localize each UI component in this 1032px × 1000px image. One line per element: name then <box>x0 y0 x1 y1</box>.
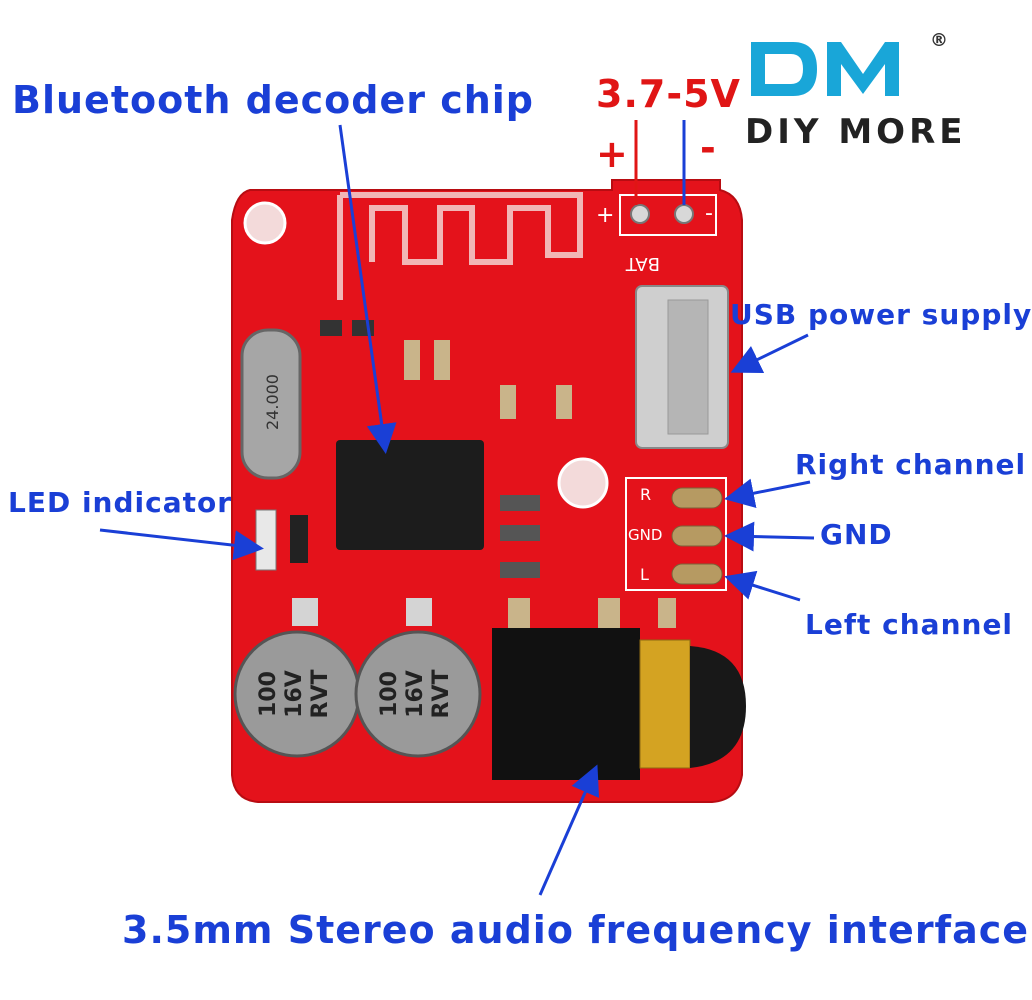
arrow-gnd <box>724 521 815 552</box>
pad-left <box>671 563 723 585</box>
arrow-led <box>99 528 264 561</box>
antenna-trace <box>337 192 583 300</box>
label-gnd: GND <box>820 518 893 551</box>
arrow-right <box>724 478 811 509</box>
board-diagram: 24.000 BAT + - R GND L 100 16V RVT 100 1… <box>99 120 815 896</box>
label-right-channel: Right channel <box>795 448 1027 481</box>
cap2-line1: 100 <box>377 671 402 717</box>
pad-gnd-marking: GND <box>628 526 662 544</box>
crystal-marking: 24.000 <box>263 374 282 430</box>
cap1-line1: 100 <box>256 671 281 717</box>
label-audio-jack: 3.5mm Stereo audio frequency interface <box>122 908 1030 952</box>
arrow-usb <box>730 333 809 373</box>
label-voltage: 3.7-5V <box>596 72 741 116</box>
arrow-chip <box>338 124 397 454</box>
cap2-line2: 16V <box>403 670 428 718</box>
audio-jack <box>492 628 640 780</box>
bat-minus-pad <box>674 204 694 224</box>
arrow-left <box>724 570 801 602</box>
cap1-line3: RVT <box>308 670 333 719</box>
label-plus: + <box>596 132 629 176</box>
dm-logo-mark <box>751 42 899 96</box>
label-led-indicator: LED indicator <box>8 486 233 519</box>
label-usb-power: USB power supply <box>730 298 1032 331</box>
pad-r-marking: R <box>640 485 651 504</box>
pad-gnd <box>671 525 723 547</box>
label-minus: - <box>700 126 717 170</box>
board-minus: - <box>705 201 713 226</box>
arrow-jack <box>538 764 600 896</box>
capacitor-2 <box>354 630 482 758</box>
led <box>255 509 277 571</box>
pad-l-marking: L <box>640 565 649 584</box>
mounting-hole <box>243 201 287 245</box>
registered-mark: ® <box>930 30 948 51</box>
label-left-channel: Left channel <box>805 608 1014 641</box>
brand-name: DIY MORE <box>745 112 967 152</box>
board-plus: + <box>596 203 614 228</box>
bat-plus-pad <box>630 204 650 224</box>
decoder-chip <box>336 440 484 550</box>
pad-right <box>671 487 723 509</box>
crystal <box>240 328 302 480</box>
label-decoder-chip: Bluetooth decoder chip <box>12 78 534 122</box>
cap2-line3: RVT <box>429 670 454 719</box>
bat-marking: BAT <box>625 253 660 274</box>
cap1-line2: 16V <box>282 670 307 718</box>
